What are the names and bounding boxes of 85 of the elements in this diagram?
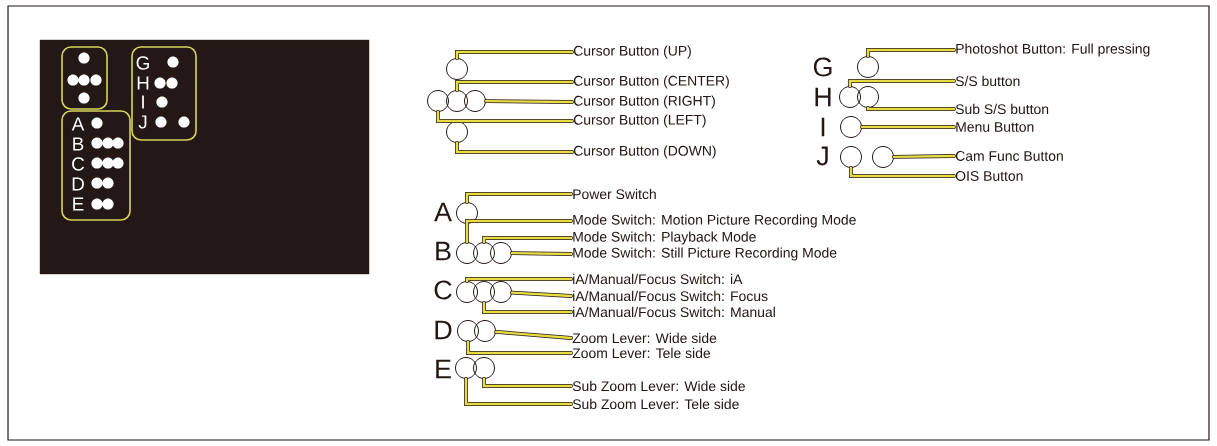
leader-line [455, 141, 574, 154]
button-circle [839, 86, 861, 108]
callout-text: Cursor Button (DOWN) [573, 145, 716, 159]
callout-text: Sub S/S button [955, 103, 1049, 115]
leader-line [848, 79, 956, 88]
callout-text: Sub Zoom Lever: Tele side [572, 398, 739, 410]
button-circle [474, 320, 496, 342]
button-circle [840, 146, 862, 168]
letter-label: E [436, 359, 451, 379]
button-circle [473, 281, 495, 303]
letter-label: B [436, 241, 451, 261]
callout-text: Zoom Lever: Wide side [572, 332, 717, 344]
leader-line [494, 330, 573, 340]
letter-label: C [72, 157, 85, 171]
button-circle [446, 90, 468, 112]
callout-text: Zoom Lever: Tele side [572, 347, 711, 359]
button-circle [464, 90, 486, 112]
callout-text: Photoshot Button: Full pressing [956, 43, 1150, 57]
leader-line [465, 277, 573, 283]
letter-label: H [137, 76, 149, 90]
leader-line [455, 50, 574, 60]
button-circle [456, 242, 478, 264]
letter-label: I [821, 117, 825, 137]
letter-label: B [73, 137, 84, 151]
leader-line [466, 340, 573, 355]
leader-line [464, 377, 573, 406]
callout-text: Menu Button [956, 122, 1034, 132]
callout-text: Cursor Button (RIGHT) [573, 95, 715, 109]
button-circle [457, 320, 479, 342]
leader-line [436, 110, 574, 123]
callout-text: Cursor Button (UP) [573, 45, 691, 59]
leader-line [465, 192, 573, 204]
letter-label: A [434, 202, 452, 222]
callout-text: Power Switch [573, 188, 656, 200]
callout-text: iA/Manual/Focus Switch: Manual [573, 306, 775, 318]
button-circle [456, 281, 478, 303]
button-circle [872, 146, 894, 168]
letter-label: E [73, 197, 84, 211]
leader-line [892, 154, 956, 159]
button-circle [456, 202, 478, 224]
button-circle [490, 242, 512, 264]
letter-label: G [136, 56, 149, 70]
leader-line [465, 219, 573, 244]
leader-line [482, 377, 573, 388]
button-circle [473, 242, 495, 264]
letter-label: H [815, 87, 831, 107]
button-circle [455, 357, 477, 379]
leader-line [482, 236, 573, 244]
leader-line [510, 251, 573, 256]
leader-line [510, 290, 573, 298]
callout-text: Mode Switch: Motion Picture Recording Mode [573, 214, 856, 228]
callout-text: iA/Manual/Focus Switch: iA [573, 273, 743, 285]
leader-line [860, 125, 956, 129]
button-circle [857, 86, 879, 108]
callout-text: iA/Manual/Focus Switch: Focus [573, 290, 768, 302]
letter-label: J [138, 115, 147, 129]
leader-line [482, 301, 573, 314]
letter-label: A [71, 117, 85, 131]
callout-text: Mode Switch: Playback Mode [573, 231, 756, 245]
leader-line [484, 99, 574, 104]
button-circle [427, 90, 449, 112]
button-circle [490, 281, 512, 303]
button-circle [473, 357, 495, 379]
callout-text: Cursor Button (CENTER) [573, 75, 729, 89]
leader-line [866, 48, 956, 58]
callout-text: S/S button [955, 75, 1020, 87]
callout-text: OIS Button [955, 171, 1023, 181]
letter-label: D [435, 320, 452, 340]
callout-text: Mode Switch: Still Picture Recording Mode [573, 247, 837, 261]
letter-label: D [72, 177, 84, 191]
leader-line [455, 80, 574, 92]
letter-label: J [816, 146, 828, 166]
callout-text: Cursor Button (LEFT) [573, 114, 706, 128]
button-circle [857, 56, 879, 78]
callout-text: Sub Zoom Lever: Wide side [572, 380, 745, 392]
letter-label: G [813, 57, 832, 77]
callout-text: Cam Func Button [955, 151, 1063, 161]
button-circle [840, 116, 862, 138]
letter-label: C [434, 280, 452, 300]
button-group-outline [61, 46, 108, 110]
leader-line [866, 106, 956, 111]
letter-label: I [142, 95, 144, 109]
button-circle [446, 58, 468, 80]
button-circle [446, 121, 468, 143]
leader-line [849, 166, 956, 178]
